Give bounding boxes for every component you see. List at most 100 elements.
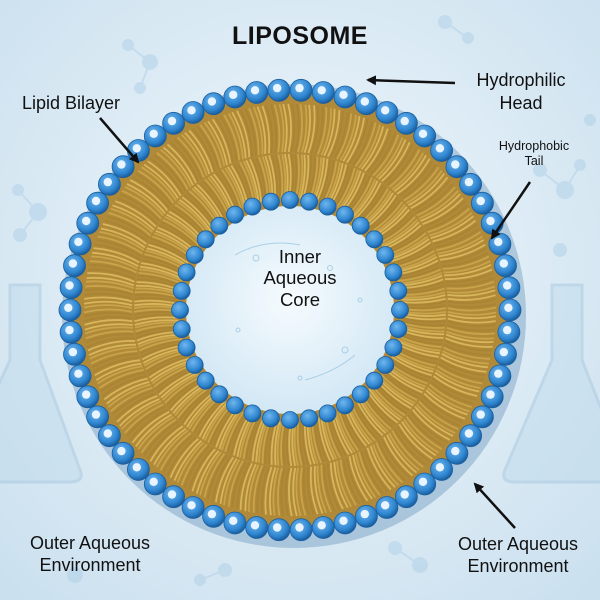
- lipid-tail: [442, 350, 489, 365]
- lipid-head-highlight: [476, 410, 485, 419]
- lipid-head-highlight: [494, 237, 503, 247]
- lipid-head: [177, 263, 196, 282]
- lipid-tail: [297, 154, 304, 199]
- lipid-tail: [329, 462, 344, 510]
- lipid-tail: [401, 421, 437, 457]
- lipid-head-highlight: [339, 90, 348, 100]
- lipid-tail: [447, 298, 496, 305]
- lipid-tail: [302, 467, 310, 516]
- lipid-tail: [164, 376, 201, 404]
- lipid-tail: [134, 293, 179, 301]
- lipid-tail: [84, 288, 133, 296]
- lipid-tail: [369, 132, 396, 175]
- lipid-tail: [273, 104, 281, 153]
- lipid-tail: [364, 448, 389, 492]
- lipid-tail: [333, 112, 349, 159]
- lipid-tail: [418, 400, 459, 430]
- lipid-tail: [96, 239, 142, 258]
- lipid-tail: [106, 381, 150, 405]
- lipid-tail: [169, 438, 199, 479]
- lipid-tail: [282, 103, 288, 153]
- lipid-tail: [86, 333, 134, 343]
- lipid-tail: [434, 371, 480, 393]
- lipid-tail: [199, 451, 222, 496]
- lipid-tail: [355, 399, 384, 437]
- lipid-tail: [84, 296, 133, 303]
- lipid-tail: [119, 398, 160, 427]
- lipid-tail: [201, 180, 229, 218]
- lipid-tail: [129, 179, 169, 211]
- lipid-tail: [219, 115, 238, 162]
- inner-aqueous-core: [186, 206, 394, 414]
- lipid-tail: [126, 405, 166, 437]
- lipid-tail: [377, 139, 407, 180]
- lipid-tail: [87, 268, 136, 280]
- lipid-head-highlight: [435, 144, 445, 153]
- lipid-tail: [148, 243, 189, 264]
- label-line: Core: [279, 288, 321, 310]
- lipid-head: [384, 263, 403, 282]
- lipid-tail: [97, 365, 143, 385]
- lipid-tail: [147, 160, 182, 197]
- lipid-head: [365, 371, 384, 390]
- lipid-head-highlight: [499, 347, 508, 357]
- lipid-tail: [381, 219, 418, 247]
- lipid-tail: [446, 280, 495, 290]
- lipid-tail: [369, 445, 396, 488]
- lipid-tail: [107, 383, 151, 408]
- lipid-tail: [306, 466, 315, 515]
- lipid-head-highlight: [91, 196, 101, 206]
- lipid-tail: [104, 219, 149, 243]
- lipid-tail: [126, 183, 166, 214]
- lipid-tail: [148, 357, 190, 379]
- lipid-head: [261, 192, 280, 211]
- lipid-tail: [435, 369, 481, 389]
- lipid-head-highlight: [273, 83, 282, 93]
- lipid-tail: [426, 387, 470, 413]
- lipid-head: [376, 246, 395, 264]
- lipid-tail: [336, 460, 353, 508]
- lipid-tail: [166, 436, 197, 476]
- lipid-tail: [398, 268, 441, 282]
- lipid-tail: [391, 430, 424, 468]
- lipid-head-highlight: [187, 501, 196, 510]
- label-line: Environment: [39, 554, 141, 575]
- lipid-head-highlight: [74, 369, 83, 378]
- lipid-tail: [338, 410, 359, 451]
- lipid-head-highlight: [273, 523, 282, 532]
- lipid-tail: [139, 340, 183, 355]
- label-line: Outer Aqueous: [29, 533, 151, 553]
- lipid-tail: [244, 108, 257, 156]
- lipid-head: [391, 301, 409, 319]
- lipid-tail: [110, 386, 153, 413]
- lipid-head-highlight: [381, 501, 390, 510]
- lipid-tail: [297, 104, 304, 153]
- lipid-tail: [198, 182, 226, 220]
- lipid-head: [261, 409, 280, 428]
- lipid-tail: [160, 148, 192, 188]
- lipid-tail: [114, 392, 157, 420]
- lipid-head-highlight: [68, 347, 78, 357]
- lipid-tail: [244, 463, 257, 512]
- lipid-tail: [85, 280, 134, 290]
- lipid-tail: [195, 450, 220, 494]
- lipid-tail: [94, 243, 141, 261]
- lipid-head-highlight: [187, 106, 196, 115]
- lipid-head-highlight: [504, 303, 513, 312]
- label-line: Hydrophobic: [498, 139, 570, 153]
- lipid-tail: [178, 199, 212, 232]
- lipid-tail: [339, 114, 357, 161]
- lipid-tail: [398, 423, 433, 460]
- lipid-head-highlight: [400, 116, 409, 126]
- lipid-tail: [131, 410, 170, 444]
- label-line: Inner: [278, 246, 322, 267]
- lipid-head: [318, 197, 337, 216]
- lipid-tail: [346, 117, 365, 164]
- lipid-head: [171, 301, 189, 319]
- lipid-tail: [92, 251, 139, 267]
- lipid-head: [172, 281, 191, 300]
- lipid-tail: [398, 160, 434, 197]
- lipid-tail: [352, 120, 373, 166]
- lipid-tail: [396, 425, 431, 463]
- lipid-tail: [162, 146, 194, 186]
